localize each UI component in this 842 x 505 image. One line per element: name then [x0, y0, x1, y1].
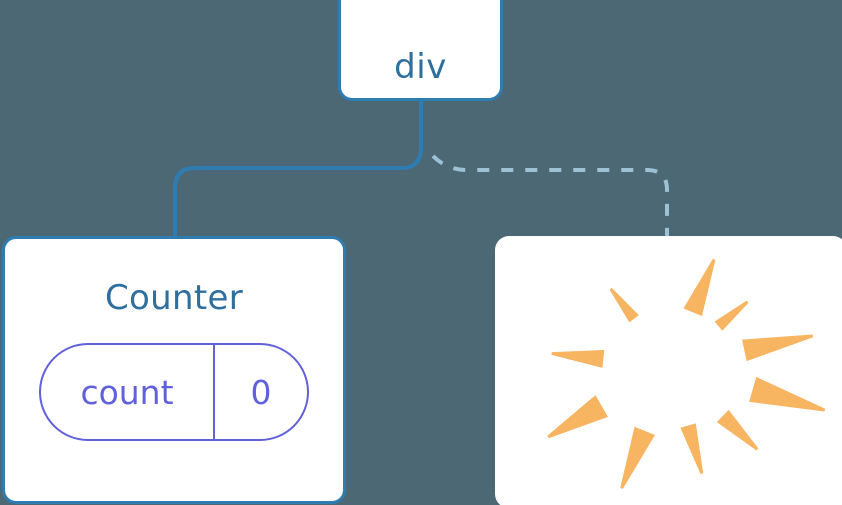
burst-ray-10	[609, 287, 639, 323]
node-counter-title: Counter	[105, 278, 243, 318]
burst-ray-9	[551, 349, 605, 368]
edge-div-to-burst	[431, 154, 669, 238]
node-div-label: div	[394, 47, 447, 87]
node-render-burst[interactable]	[495, 236, 842, 505]
burst-ray-5	[716, 409, 759, 451]
render-burst-icon	[547, 258, 826, 489]
state-pill-divider	[213, 345, 215, 439]
burst-ray-3	[742, 334, 814, 362]
burst-ray-7	[620, 426, 655, 489]
state-value-label: 0	[250, 372, 272, 412]
burst-ray-1	[683, 258, 716, 316]
state-key-label: count	[80, 372, 174, 412]
node-div[interactable]: div	[338, 0, 503, 101]
burst-ray-8	[547, 395, 608, 439]
burst-ray-2	[714, 300, 749, 331]
node-counter[interactable]: Counter count 0	[2, 236, 346, 504]
edge-div-to-counter	[173, 99, 423, 240]
burst-ray-6	[680, 423, 704, 475]
burst-ray-4	[749, 376, 826, 412]
state-pill-count[interactable]: count 0	[39, 343, 309, 441]
